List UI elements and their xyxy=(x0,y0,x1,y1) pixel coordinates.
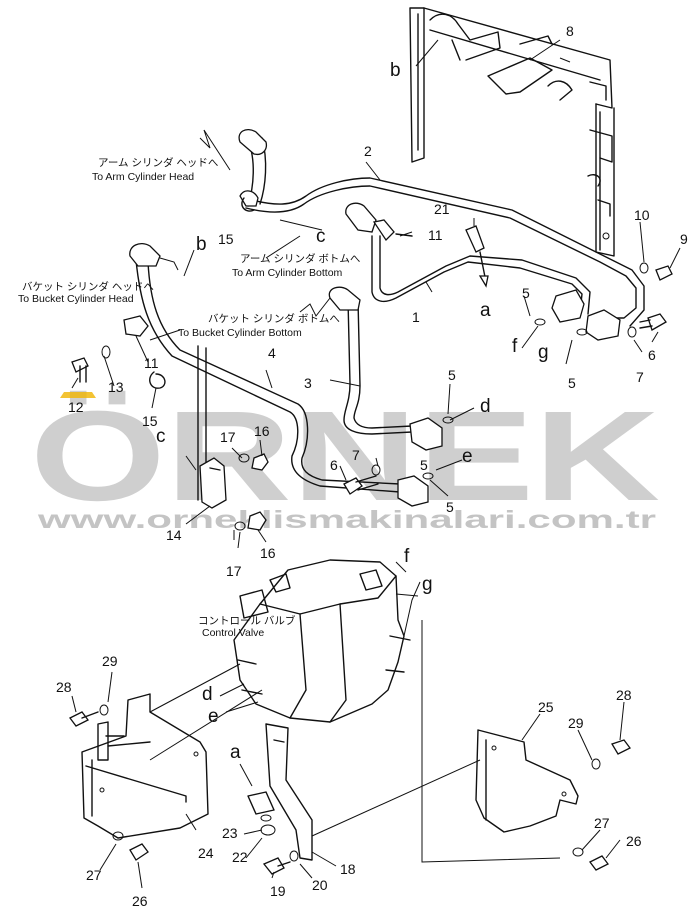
callout-29-b: 29 xyxy=(568,715,584,731)
callout-18: 18 xyxy=(340,861,356,877)
callout-3: 3 xyxy=(304,375,312,391)
callout-27-b: 27 xyxy=(594,815,610,831)
callout-27-a: 27 xyxy=(86,867,102,883)
callout-9: 9 xyxy=(680,231,688,247)
callout-10: 10 xyxy=(634,207,650,223)
letter-c-2: c xyxy=(156,426,166,447)
control-valve xyxy=(233,559,421,723)
watermark-accent xyxy=(60,392,96,398)
callout-5-d: 5 xyxy=(446,499,454,515)
letter-b-1: b xyxy=(390,60,401,81)
letter-g-1: g xyxy=(538,342,549,363)
callout-20: 20 xyxy=(312,877,328,893)
callout-6-b: 6 xyxy=(330,457,338,473)
letter-e-2: e xyxy=(208,706,219,727)
pipe-4 xyxy=(129,242,401,493)
callout-5-a: 5 xyxy=(522,285,530,301)
callout-28-b: 28 xyxy=(616,687,632,703)
callout-numbers: 1 2 3 4 5 5 5 5 5 6 6 7 7 8 9 10 11 11 1… xyxy=(56,23,688,909)
callout-21: 21 xyxy=(434,201,450,217)
callout-7-a: 7 xyxy=(636,369,644,385)
arm-head-en: To Arm Cylinder Head xyxy=(92,171,194,183)
callout-19: 19 xyxy=(270,883,286,899)
clip-15-upper xyxy=(241,197,255,212)
callout-16-b: 16 xyxy=(260,545,276,561)
watermark-url: www.orneklismakinalari.com.tr xyxy=(36,506,656,534)
bottom-fasteners xyxy=(69,704,631,875)
watermark-brand: ÖRNEK xyxy=(30,385,660,528)
callout-1: 1 xyxy=(412,309,420,325)
callout-16-a: 16 xyxy=(254,423,270,439)
callout-15-a: 15 xyxy=(142,413,158,429)
callout-29-a: 29 xyxy=(102,653,118,669)
control-valve-jp: コントロール バルブ xyxy=(198,614,296,627)
bucket-head-jp: バケット シリンダ ヘッドへ xyxy=(22,280,154,293)
letter-c-1: c xyxy=(316,226,326,247)
bracket-18 xyxy=(247,723,313,861)
callout-5-e: 5 xyxy=(420,457,428,473)
callout-11-a: 11 xyxy=(144,355,159,371)
watermark: ÖRNEK www.orneklismakinalari.com.tr xyxy=(30,385,660,534)
letter-e-1: e xyxy=(462,446,473,467)
letter-d-2: d xyxy=(202,684,213,705)
callout-13: 13 xyxy=(108,379,124,395)
reference-letters: b b c c a a f f g g d d e e xyxy=(156,60,549,763)
callout-26-b: 26 xyxy=(626,833,642,849)
callout-2: 2 xyxy=(364,143,372,159)
cover-25 xyxy=(475,729,579,833)
letter-f-2: f xyxy=(404,546,410,567)
callout-26-a: 26 xyxy=(132,893,148,909)
callout-22: 22 xyxy=(232,849,248,865)
frame-bracket xyxy=(409,7,615,257)
callout-17-a: 17 xyxy=(220,429,236,445)
callout-17-b: 17 xyxy=(226,563,242,579)
callout-7-b: 7 xyxy=(352,447,360,463)
callout-6-a: 6 xyxy=(648,347,656,363)
annotations: アーム シリンダ ヘッドへ To Arm Cylinder Head アーム シ… xyxy=(18,156,360,639)
pipe-flanges xyxy=(397,289,621,507)
letter-a-2: a xyxy=(230,742,241,763)
clip-15-left xyxy=(149,371,166,389)
callout-14: 14 xyxy=(166,527,182,543)
callout-11-b: 11 xyxy=(428,227,443,243)
callout-24: 24 xyxy=(198,845,214,861)
letter-b-2: b xyxy=(196,234,207,255)
callout-28-a: 28 xyxy=(56,679,72,695)
callout-5-b: 5 xyxy=(568,375,576,391)
arm-bottom-en: To Arm Cylinder Bottom xyxy=(232,267,343,279)
bucket-head-en: To Bucket Cylinder Head xyxy=(18,293,134,305)
leader-lines xyxy=(71,39,681,889)
connection-lines xyxy=(149,329,561,863)
clamp-bracket-14 xyxy=(197,345,227,509)
letter-f-1: f xyxy=(512,336,518,357)
cover-24 xyxy=(81,693,209,839)
control-valve-en: Control Valve xyxy=(202,627,264,639)
arm-head-jp: アーム シリンダ ヘッドへ xyxy=(98,156,218,169)
letter-g-2: g xyxy=(422,574,433,595)
pipe-2 xyxy=(238,128,645,327)
callout-15-b: 15 xyxy=(218,231,234,247)
bucket-bottom-jp: バケット シリンダ ボトムへ xyxy=(208,312,340,325)
arm-bottom-jp: アーム シリンダ ボトムへ xyxy=(240,252,360,265)
pipe-1 xyxy=(345,202,591,315)
clamp-11-left xyxy=(123,315,149,337)
pipe-3 xyxy=(328,286,413,435)
letter-a-1: a xyxy=(480,300,491,321)
callout-5-c: 5 xyxy=(448,367,456,383)
callout-25: 25 xyxy=(538,699,554,715)
callout-12: 12 xyxy=(68,399,84,415)
callout-8: 8 xyxy=(566,23,574,39)
bucket-bottom-en: To Bucket Cylinder Bottom xyxy=(178,327,302,339)
letter-d-1: d xyxy=(480,396,491,417)
callout-23: 23 xyxy=(222,825,238,841)
small-parts xyxy=(71,197,673,531)
callout-4: 4 xyxy=(268,345,276,361)
